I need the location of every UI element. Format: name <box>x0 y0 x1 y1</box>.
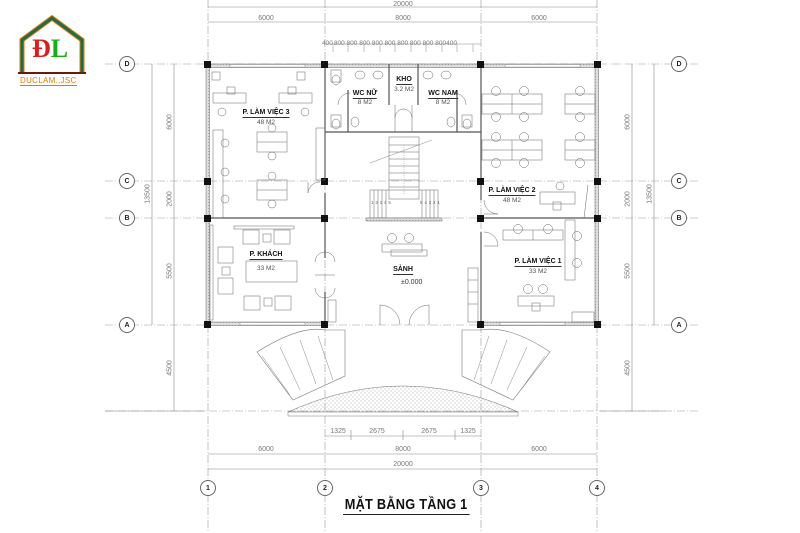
grid-bubble-c-left: C <box>119 173 135 189</box>
room-name-office-3: P. LÀM VIỆC 3 <box>242 109 290 118</box>
dim-left-total: 13500 <box>144 184 152 204</box>
dim-right-span-2: 2000 <box>624 191 632 207</box>
logo-letter-d: Đ <box>32 34 51 63</box>
grid-bubble-d-left: D <box>119 56 135 72</box>
dim-sub: 800 <box>435 40 447 47</box>
company-logo: ĐL DUCLAM.,JSC <box>14 14 90 86</box>
grid-bubble-4: 4 <box>589 480 605 496</box>
room-area-wc-female: 8 M2 <box>357 99 373 106</box>
dim-sub: 800 <box>346 40 358 47</box>
grid-bubble-3: 3 <box>473 480 489 496</box>
dim-porch-2: 2675 <box>369 428 385 435</box>
dim-porch-1: 1325 <box>330 428 346 435</box>
dim-bottom-total: 20000 <box>393 461 413 468</box>
company-name: DUCLAM.,JSC <box>20 76 77 86</box>
dim-right-span-4: 4500 <box>624 360 632 376</box>
dim-sub: 800 <box>384 40 396 47</box>
room-area-guest-room: 33 M2 <box>256 265 276 272</box>
dim-sub: 800 <box>371 40 383 47</box>
room-name-storage: KHO <box>396 76 412 85</box>
logo-letters: ĐL <box>32 36 68 62</box>
stair-step-numbers-right: 5 4 3 2 1 <box>420 200 441 205</box>
grid-bubble-2: 2 <box>317 480 333 496</box>
grid-bubble-d-right: D <box>671 56 687 72</box>
lobby-furniture <box>307 181 499 326</box>
dim-top-subdivisions: 400800 800 800 800 800 800 800 800 80040… <box>322 40 457 47</box>
house-roof-icon <box>18 14 86 74</box>
dim-top-bay-2: 8000 <box>395 15 411 22</box>
room-area-office-3: 48 M2 <box>256 119 276 126</box>
dim-left-span-1: 6000 <box>166 114 174 130</box>
drawing-title: MẶT BẰNG TẦNG 1 <box>343 496 470 515</box>
staircase <box>365 136 443 222</box>
dim-left-span-4: 4500 <box>166 360 174 376</box>
dim-top-bay-3: 6000 <box>531 15 547 22</box>
dim-left-span-2: 2000 <box>166 191 174 207</box>
grid-bubble-c-right: C <box>671 173 687 189</box>
dim-right-total: 13500 <box>646 184 654 204</box>
grid-bubble-a-left: A <box>119 317 135 333</box>
dim-top-bay-1: 6000 <box>258 15 274 22</box>
dim-bottom-bay-3: 6000 <box>531 446 547 453</box>
dim-bottom-bay-2: 8000 <box>395 446 411 453</box>
dim-porch-3: 2675 <box>421 428 437 435</box>
left-dimension-lines <box>105 64 205 412</box>
dim-bottom-bay-1: 6000 <box>258 446 274 453</box>
dim-top-total: 20000 <box>393 1 413 8</box>
room-area-storage: 3.2 M2 <box>394 86 414 93</box>
floor-level-mark: ±0.000 <box>401 279 423 286</box>
room-name-wc-male: WC NAM <box>428 90 458 99</box>
dim-sub: 800 <box>397 40 409 47</box>
dim-sub: 800 <box>333 40 345 47</box>
room-name-wc-female: WC NỮ <box>352 90 378 99</box>
grid-bubble-a-right: A <box>671 317 687 333</box>
room-area-office-2: 48 M2 <box>502 197 522 204</box>
dim-right-span-3: 5500 <box>624 263 632 279</box>
grid-bubble-1: 1 <box>200 480 216 496</box>
dim-sub: 800 <box>409 40 421 47</box>
room-area-wc-male: 8 M2 <box>435 99 451 106</box>
dim-right-span-1: 6000 <box>624 114 632 130</box>
office-3-furniture <box>211 71 326 219</box>
structural-columns <box>204 61 601 328</box>
room-name-guest-room: P. KHÁCH <box>249 251 283 260</box>
top-dimension-lines <box>208 6 597 52</box>
room-area-office-1: 33 M2 <box>528 268 548 275</box>
room-name-lobby: SẢNH <box>393 266 413 275</box>
dim-sub: 800 <box>422 40 434 47</box>
entrance-porch <box>256 328 551 417</box>
dim-sub: 800 <box>359 40 371 47</box>
room-name-office-1: P. LÀM VIỆC 1 <box>514 258 562 267</box>
dim-sub: 400 <box>446 40 457 47</box>
bottom-dimension-lines <box>208 430 597 470</box>
room-name-office-2: P. LÀM VIỆC 2 <box>488 187 536 196</box>
grid-bubble-b-left: B <box>119 210 135 226</box>
office-1-furniture <box>502 219 595 323</box>
stair-step-numbers-left: 1 2 3 4 5 <box>371 200 392 205</box>
wc-fixtures <box>330 69 473 132</box>
dim-porch-4: 1325 <box>460 428 476 435</box>
grid-bubble-b-right: B <box>671 210 687 226</box>
dim-left-span-3: 5500 <box>166 263 174 279</box>
dim-sub: 400 <box>322 40 333 47</box>
right-dimension-lines <box>600 64 665 412</box>
logo-letter-l: L <box>50 34 69 63</box>
exterior-walls <box>205 63 599 326</box>
guest-room-furniture <box>209 224 298 321</box>
office-2-furniture <box>481 86 596 219</box>
